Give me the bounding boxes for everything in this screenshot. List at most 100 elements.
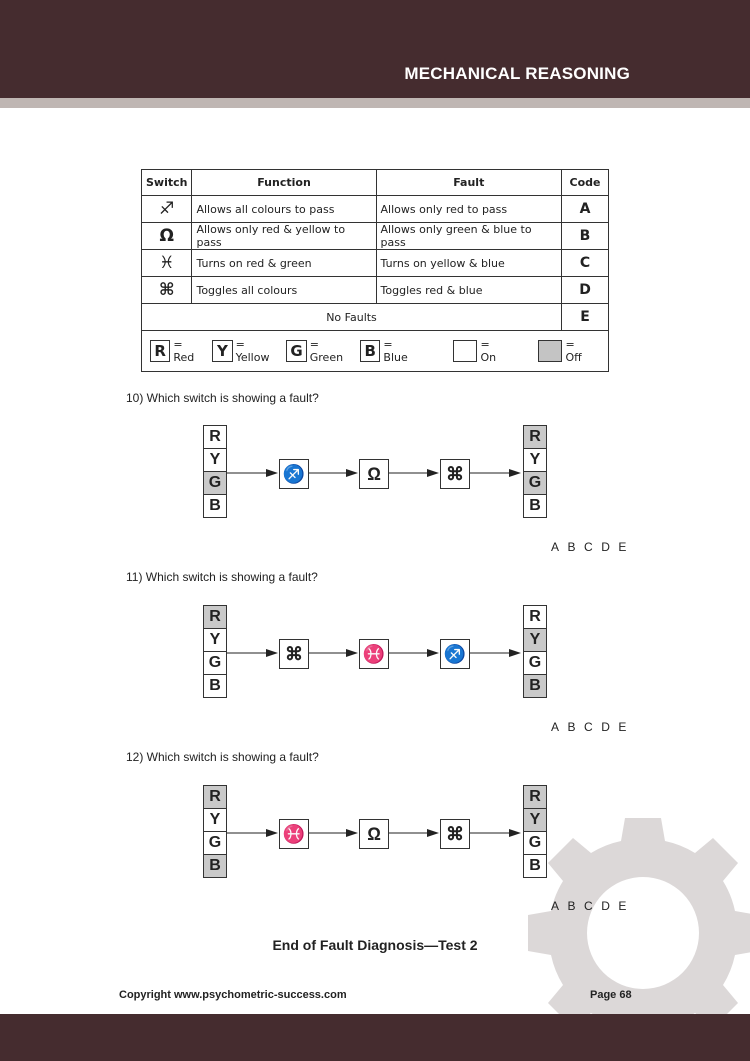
answer-option-d[interactable]: D	[601, 540, 611, 554]
answer-option-a[interactable]: A	[551, 720, 560, 734]
legend-off-text: = Off	[565, 338, 582, 364]
code-column-header: Code	[561, 169, 609, 196]
arrowhead	[266, 829, 278, 837]
input-light-r: R	[203, 605, 227, 629]
legend: R= Red Y= Yellow G= Green B= Blue = On =…	[150, 338, 600, 364]
output-light-g: G	[523, 471, 547, 495]
legend-yellow-box: Y	[212, 340, 233, 362]
question-text: 12) Which switch is showing a fault?	[126, 750, 319, 764]
page-header-title: MECHANICAL REASONING	[404, 64, 630, 83]
question-text: 10) Which switch is showing a fault?	[126, 391, 319, 405]
legend-off: = Off	[538, 338, 592, 364]
output-light-r: R	[523, 785, 547, 809]
code-cell: E	[561, 303, 609, 331]
header-strip	[0, 98, 750, 108]
no-faults-cell: No Faults	[141, 303, 562, 331]
fault-cell: Turns on yellow & blue	[375, 249, 563, 277]
input-light-y: Y	[203, 808, 227, 832]
table-row: Ω Allows only red & yellow to pass Allow…	[140, 222, 609, 250]
output-light-g: G	[523, 651, 547, 675]
footer-band	[0, 1014, 750, 1061]
command-icon: ⌘	[140, 276, 193, 304]
output-light-y: Y	[523, 448, 547, 472]
legend-green-text: = Green	[309, 338, 344, 364]
copyright: Copyright www.psychometric-success.com	[119, 989, 347, 1001]
legend-yellow-text: = Yellow	[235, 338, 270, 364]
legend-on-text: = On	[480, 338, 497, 364]
connection-arrows	[226, 829, 521, 837]
answer-option-b[interactable]: B	[567, 899, 577, 913]
answer-option-e[interactable]: E	[618, 720, 627, 734]
output-light-y: Y	[523, 808, 547, 832]
legend-blue-box: B	[360, 340, 381, 362]
legend-green: G= Green	[286, 338, 352, 364]
input-light-r: R	[203, 785, 227, 809]
input-light-b: B	[203, 854, 227, 878]
switch-column-header: Switch	[140, 169, 193, 196]
output-light-b: B	[523, 494, 547, 518]
answer-option-a[interactable]: A	[551, 540, 560, 554]
function-cell: Allows only red & yellow to pass	[191, 222, 377, 250]
answer-option-d[interactable]: D	[601, 720, 611, 734]
arrowhead	[427, 649, 439, 657]
fault-cell: Allows only red to pass	[375, 195, 563, 223]
function-cell: Turns on red & green	[191, 249, 377, 277]
arrowhead	[346, 829, 358, 837]
command-icon: ⌘	[440, 819, 470, 849]
answer-option-c[interactable]: C	[584, 540, 594, 554]
answer-option-b[interactable]: B	[567, 540, 577, 554]
answer-option-e[interactable]: E	[618, 540, 627, 554]
output-light-y: Y	[523, 628, 547, 652]
command-icon: ⌘	[440, 459, 470, 489]
answer-option-c[interactable]: C	[584, 899, 594, 913]
function-cell: Allows all colours to pass	[191, 195, 377, 223]
input-light-b: B	[203, 674, 227, 698]
legend-row: R= Red Y= Yellow G= Green B= Blue = On =…	[141, 330, 609, 372]
pisces-icon: ♓	[359, 639, 389, 669]
arrowhead	[509, 469, 521, 477]
legend-blue: B= Blue	[360, 338, 417, 364]
legend-off-box	[538, 340, 563, 362]
key-table-header: Switch Function Fault Code	[140, 169, 609, 196]
input-light-r: R	[203, 425, 227, 449]
pisces-icon: ♓	[140, 249, 193, 277]
input-light-g: G	[203, 471, 227, 495]
sagittarius-icon: ♐	[440, 639, 470, 669]
arrowhead	[346, 469, 358, 477]
legend-on-box	[453, 340, 478, 362]
answer-option-c[interactable]: C	[584, 720, 594, 734]
legend-green-box: G	[286, 340, 307, 362]
legend-red: R= Red	[150, 338, 204, 364]
fault-column-header: Fault	[375, 169, 563, 196]
fault-cell: Allows only green & blue to pass	[375, 222, 563, 250]
table-row: ♓ Turns on red & green Turns on yellow &…	[140, 249, 609, 277]
fault-cell: Toggles red & blue	[375, 276, 563, 304]
input-light-y: Y	[203, 628, 227, 652]
output-light-b: B	[523, 674, 547, 698]
legend-yellow: Y= Yellow	[212, 338, 278, 364]
answer-option-a[interactable]: A	[551, 899, 560, 913]
connection-arrows	[226, 649, 521, 657]
code-cell: C	[561, 249, 609, 277]
key-table: Switch Function Fault Code ♐ Allows all …	[140, 169, 609, 372]
gear-icon	[528, 818, 750, 1015]
answer-option-d[interactable]: D	[601, 899, 611, 913]
code-cell: D	[561, 276, 609, 304]
arrowhead	[427, 829, 439, 837]
output-light-g: G	[523, 831, 547, 855]
connection-arrows	[226, 469, 521, 477]
table-row: No Faults E	[141, 303, 609, 331]
table-row: ♐ Allows all colours to pass Allows only…	[140, 195, 609, 223]
answer-option-b[interactable]: B	[567, 720, 577, 734]
function-column-header: Function	[191, 169, 377, 196]
answer-option-e[interactable]: E	[618, 899, 627, 913]
input-light-y: Y	[203, 448, 227, 472]
legend-red-text: = Red	[173, 338, 195, 364]
table-row: ⌘ Toggles all colours Toggles red & blue…	[140, 276, 609, 304]
